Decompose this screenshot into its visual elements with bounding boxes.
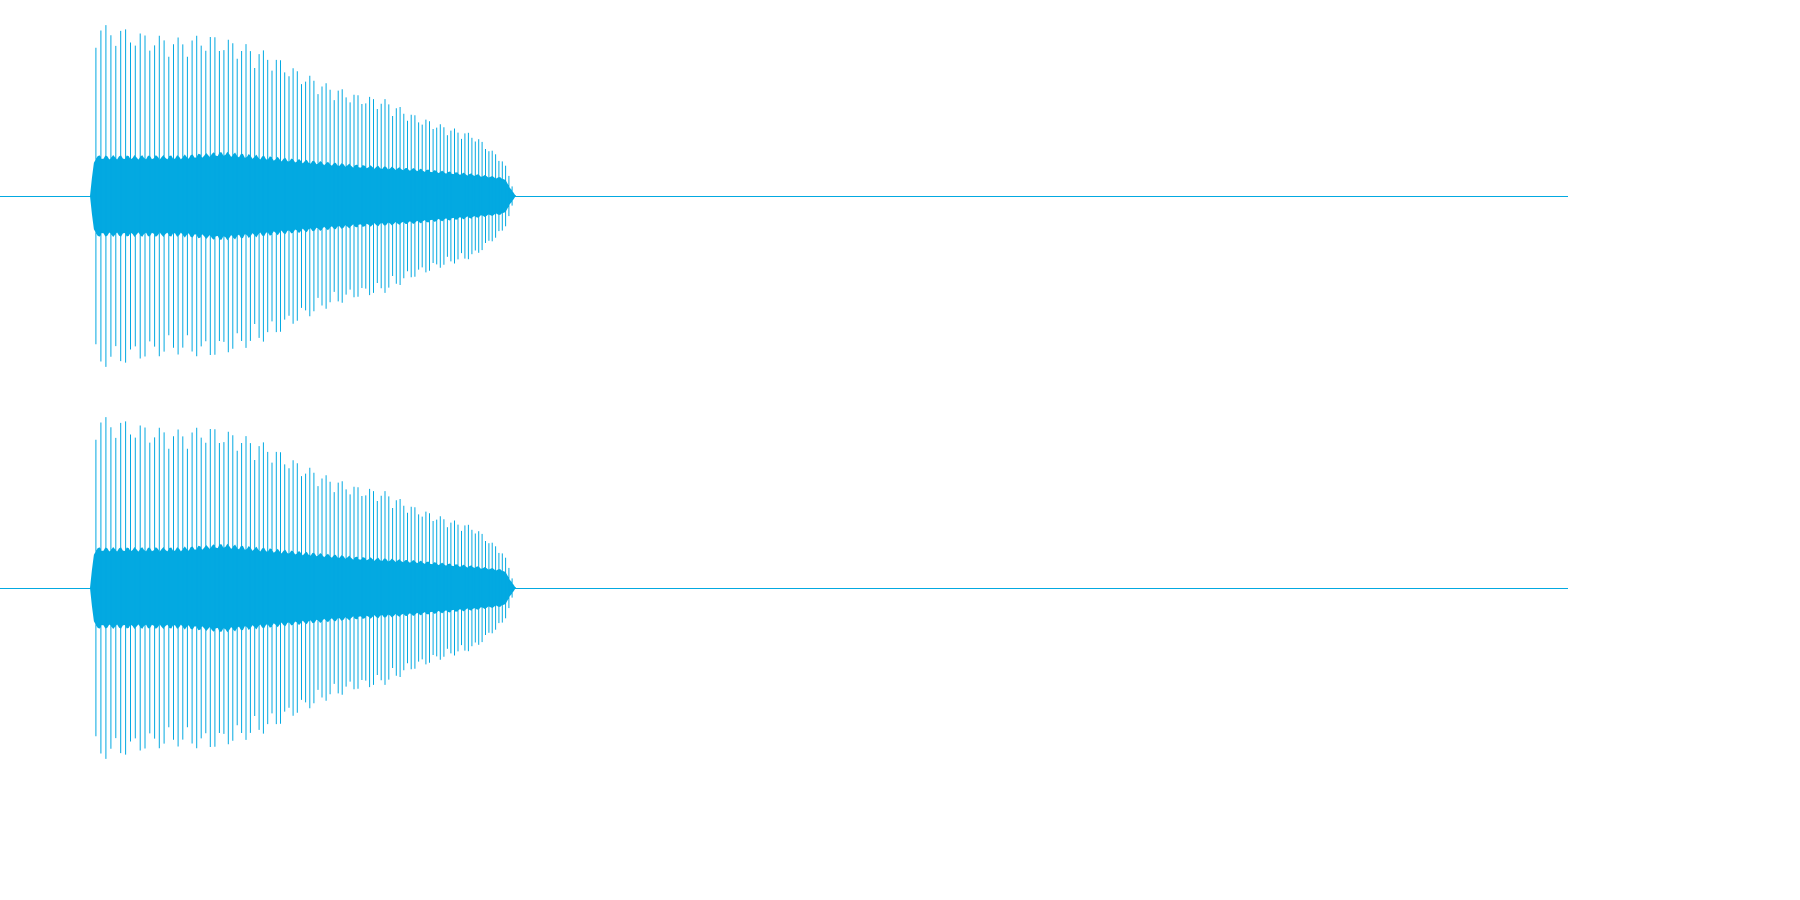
channel-1-waveform	[0, 25, 1568, 367]
waveform-view	[0, 25, 1568, 759]
waveform-chart	[0, 25, 1568, 759]
channel-2-waveform	[0, 417, 1568, 759]
channel-2-waveform-body	[90, 543, 516, 633]
channel-1-waveform-body	[90, 151, 516, 241]
